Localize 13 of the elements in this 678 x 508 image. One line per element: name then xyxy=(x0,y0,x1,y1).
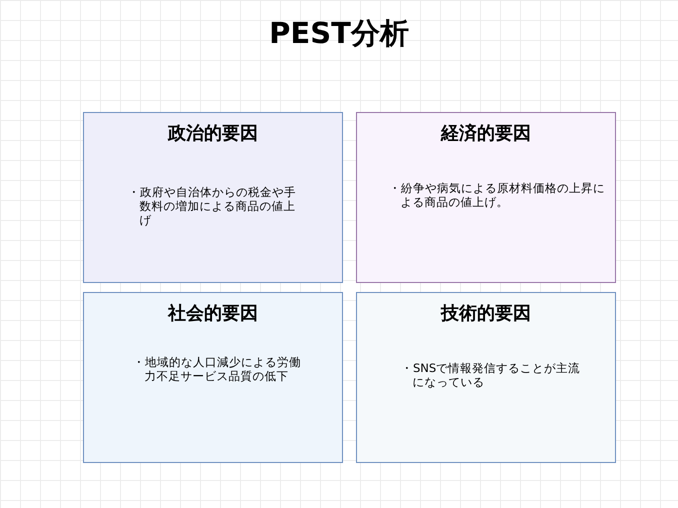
title: PEST分析 xyxy=(268,15,410,52)
bullet-text: ・地域的な人口減少による労働力不足サービス品質の低下 xyxy=(133,355,302,383)
factor-box xyxy=(83,292,343,463)
factor-box xyxy=(83,112,343,283)
bullet-text: ・政府や自治体からの税金や手数料の増加による商品の値上げ xyxy=(128,185,297,227)
box-heading: 経済的要因 xyxy=(440,122,532,145)
box-heading: 技術的要因 xyxy=(440,302,532,325)
factor-box xyxy=(356,292,616,463)
box-heading: 政治的要因 xyxy=(166,122,259,145)
bullet-text: ・紛争や病気による原材料価格の上昇による商品の値上げ。 xyxy=(389,181,606,209)
box-heading: 社会的要因 xyxy=(166,302,259,325)
bullet-text: ・SNSで情報発信することが主流になっている xyxy=(401,361,582,389)
factor-box xyxy=(356,112,616,283)
